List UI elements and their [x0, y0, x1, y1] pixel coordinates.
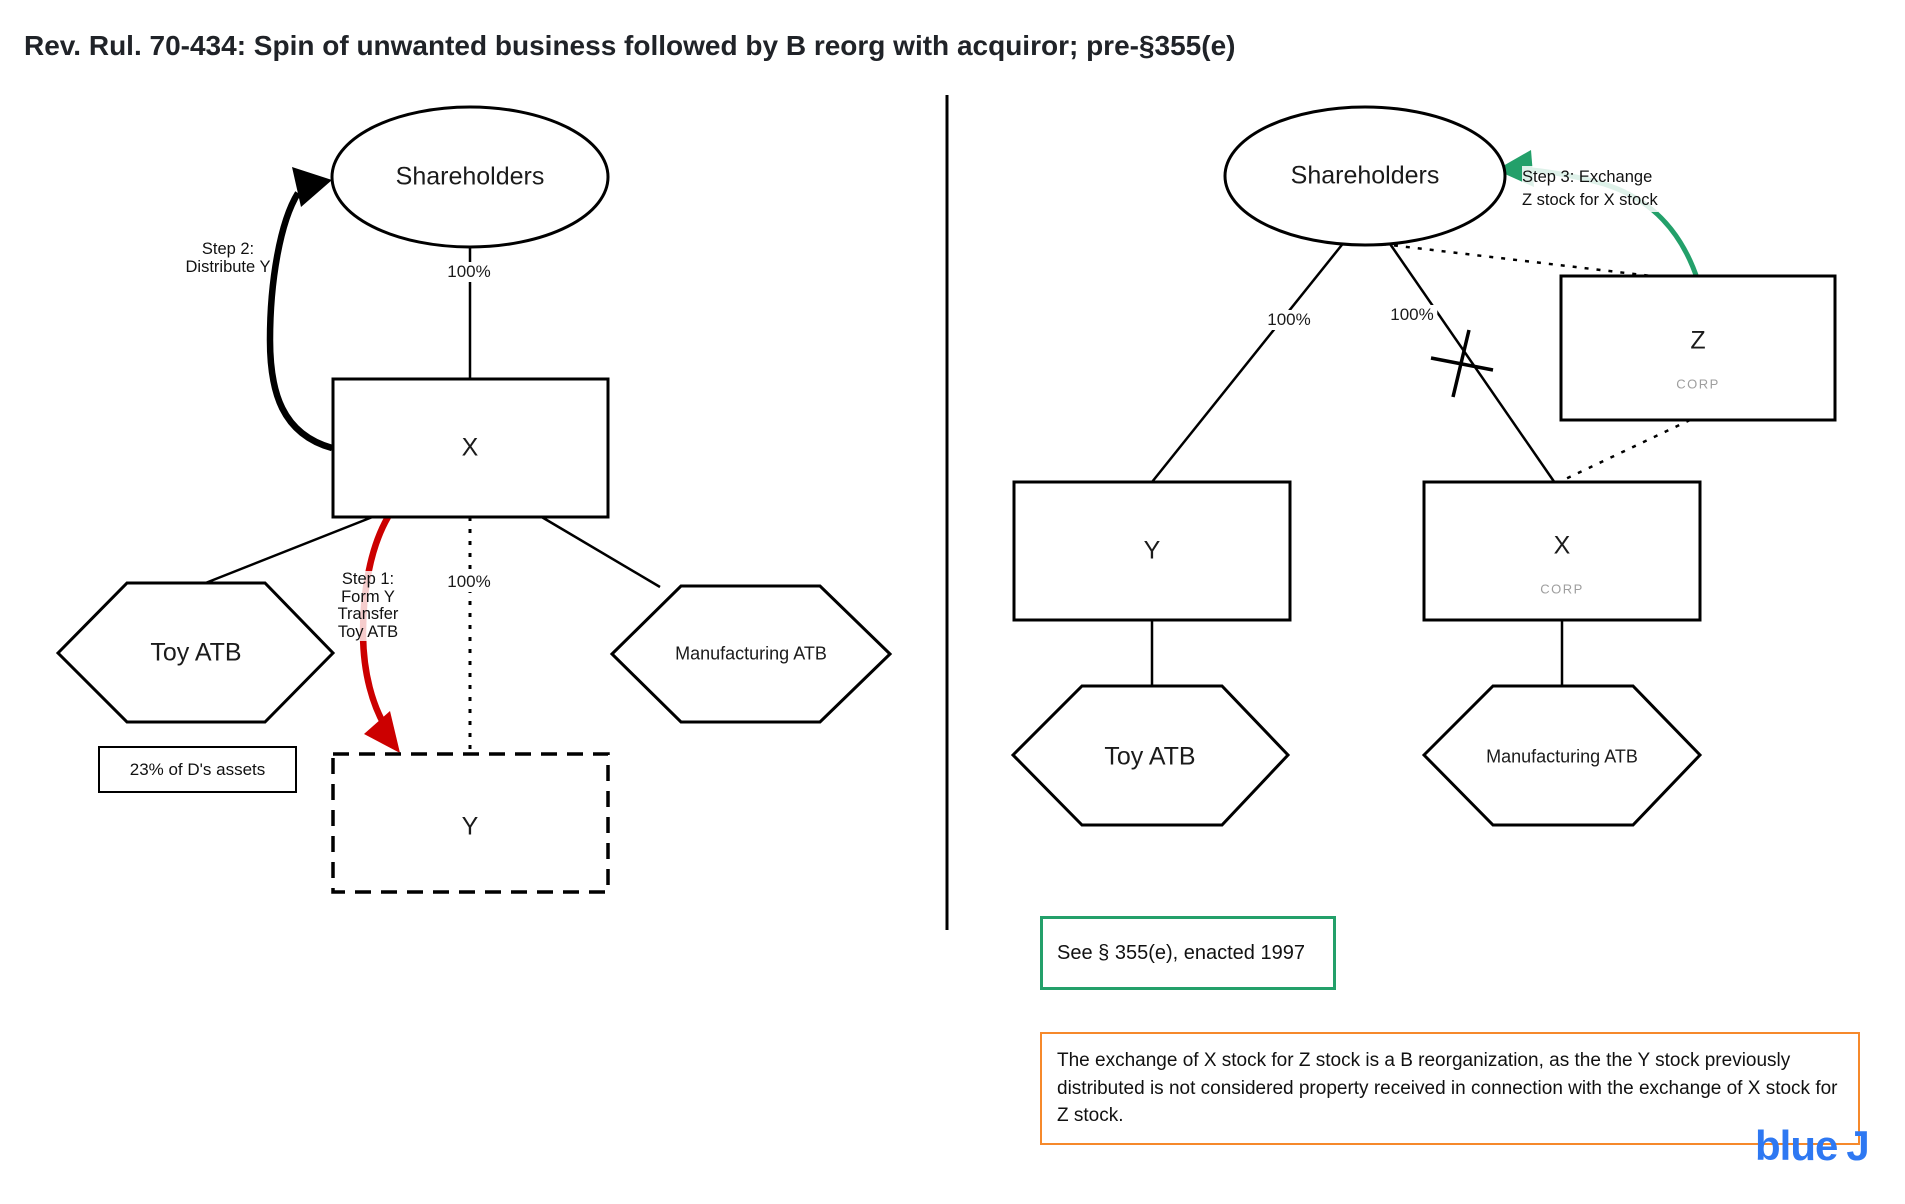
- conclusion-text: The exchange of X stock for Z stock is a…: [1057, 1050, 1838, 1126]
- right-pct-left-label: 100%: [1263, 310, 1315, 330]
- page-title: Rev. Rul. 70-434: Spin of unwanted busin…: [24, 30, 1236, 61]
- step1-line: Toy ATB: [337, 622, 399, 641]
- see-355e-text: See § 355(e), enacted 1997: [1057, 941, 1305, 964]
- right-toy-atb-hexagon: [1010, 684, 1291, 827]
- left-x-label: X: [461, 433, 479, 462]
- right-shareholders-y-line: [1151, 240, 1346, 483]
- right-shareholders-z-dotted-line: [1381, 242, 1669, 280]
- right-pct-right-label: 100%: [1386, 305, 1438, 325]
- left-x-box: [331, 377, 610, 519]
- see-355e-box: See § 355(e), enacted 1997: [1040, 916, 1336, 990]
- right-mfg-atb-label: Manufacturing ATB: [1486, 746, 1638, 767]
- left-x-toy-line: [202, 514, 376, 586]
- left-toy-atb-label: Toy ATB: [150, 638, 242, 667]
- step1-arrowhead-icon: [364, 711, 400, 753]
- step3-line: Step 3: Exchange: [1522, 168, 1653, 186]
- step1-label: Step 1: Form Y Transfer Toy ATB: [337, 570, 399, 641]
- right-x-corp-label: CORP: [1540, 581, 1584, 597]
- left-toy-atb-hexagon: [55, 581, 336, 724]
- assets-note-text: 23% of D's assets: [129, 759, 266, 779]
- right-mfg-atb-hexagon: [1421, 684, 1703, 827]
- step1-line: Form Y: [341, 587, 395, 606]
- left-y-dashed-box: [331, 752, 610, 894]
- step2-line: Step 2:: [201, 240, 255, 258]
- step1-line: Step 1:: [341, 570, 395, 588]
- left-pct-top-label: 100%: [443, 262, 495, 282]
- right-y-box: [1012, 480, 1292, 622]
- left-mfg-atb-label: Manufacturing ATB: [675, 643, 827, 664]
- left-shareholders-ellipse: [330, 105, 610, 249]
- bluej-logo-word: blue: [1755, 1122, 1838, 1169]
- right-shareholders-x-line: [1386, 240, 1557, 484]
- step2-line: Distribute Y: [185, 258, 271, 276]
- step3-label: Step 3: Exchange Z stock for X stock: [1522, 166, 1658, 212]
- step3-line: Z stock for X stock: [1522, 191, 1658, 209]
- right-shareholders-label: Shareholders: [1290, 161, 1440, 190]
- right-toy-atb-label: Toy ATB: [1104, 742, 1196, 771]
- right-x-label: X: [1553, 531, 1571, 560]
- right-z-corp-label: CORP: [1676, 376, 1720, 392]
- right-y-label: Y: [1143, 536, 1161, 565]
- bluej-logo-j: J: [1846, 1122, 1869, 1169]
- left-shareholders-label: Shareholders: [395, 162, 545, 191]
- step2-label: Step 2: Distribute Y: [186, 240, 271, 276]
- right-x-box: [1422, 480, 1702, 622]
- ownership-cross-icon: [1430, 356, 1494, 372]
- left-mfg-atb-hexagon: [609, 584, 893, 724]
- left-y-label: Y: [461, 812, 479, 841]
- step1-line: Transfer: [337, 605, 399, 623]
- right-shareholders-ellipse: [1223, 105, 1507, 247]
- right-z-box: [1559, 274, 1837, 422]
- left-pct-mid-label: 100%: [443, 572, 495, 592]
- step2-arrow: [266, 191, 333, 452]
- right-z-label: Z: [1690, 326, 1706, 355]
- step2-arrowhead-icon: [292, 167, 332, 207]
- left-x-mfg-line: [539, 514, 661, 589]
- assets-note-box: 23% of D's assets: [98, 746, 297, 793]
- conclusion-box: The exchange of X stock for Z stock is a…: [1040, 1032, 1860, 1145]
- right-z-x-dotted-line: [1556, 418, 1691, 485]
